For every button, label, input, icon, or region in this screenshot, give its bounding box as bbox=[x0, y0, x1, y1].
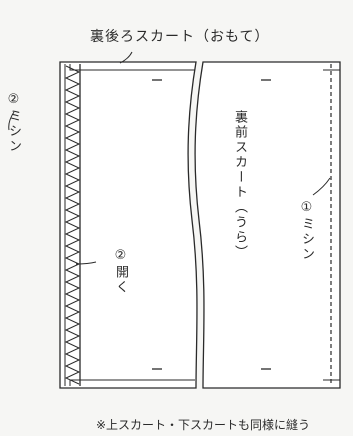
left-zigzag-stitch bbox=[64, 65, 81, 385]
front-panel-label: 裏前スカート（うら） bbox=[232, 110, 247, 260]
back-skirt-panel bbox=[59, 61, 198, 389]
left-seam-allowance bbox=[64, 64, 195, 386]
footnote: ※上スカート・下スカートも同様に縫う bbox=[96, 418, 311, 432]
leader-lines bbox=[8, 51, 331, 265]
open-step-label: ②開く bbox=[113, 248, 128, 295]
right-step-label: ①ミシン bbox=[299, 200, 314, 262]
right-seam-stitch bbox=[323, 64, 340, 386]
notch-marks bbox=[152, 79, 271, 370]
front-skirt-panel bbox=[194, 61, 341, 389]
left-step-label: ②ミシン bbox=[6, 92, 21, 154]
top-label: 裏後ろスカート（おもて） bbox=[90, 29, 270, 45]
